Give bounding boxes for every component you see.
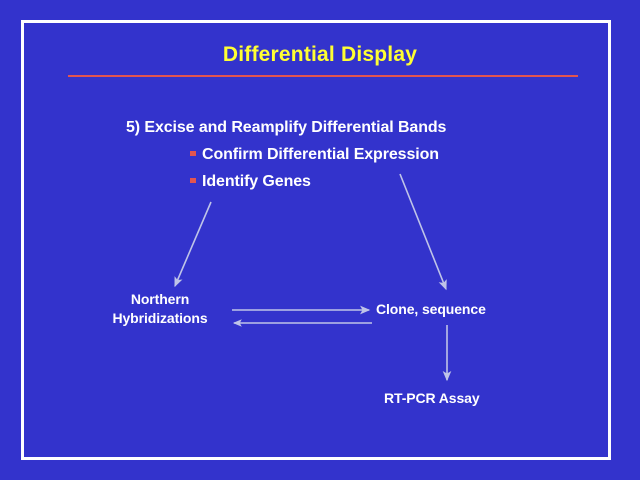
flow-node-clone-sequence: Clone, sequence xyxy=(376,301,486,317)
bullet-item-confirm-expression: Confirm Differential Expression xyxy=(190,145,439,164)
flow-node-northern-line1: Northern xyxy=(130,291,190,307)
square-bullet-icon xyxy=(190,151,196,157)
flow-node-northern-hybridizations: Northern Hybridizations xyxy=(93,290,227,328)
flow-node-rtpcr-assay: RT-PCR Assay xyxy=(384,390,480,406)
bullet-item-identify-genes: Identify Genes xyxy=(190,172,311,191)
square-bullet-icon xyxy=(190,178,196,184)
title-divider-rule xyxy=(68,75,578,77)
slide-border-frame xyxy=(21,20,611,460)
body-heading: 5) Excise and Reamplify Differential Ban… xyxy=(126,119,447,136)
bullet-label: Identify Genes xyxy=(202,173,311,190)
slide-title: Differential Display xyxy=(222,43,418,66)
flow-node-northern-line2: Hybridizations xyxy=(112,310,208,326)
bullet-label: Confirm Differential Expression xyxy=(202,146,439,163)
